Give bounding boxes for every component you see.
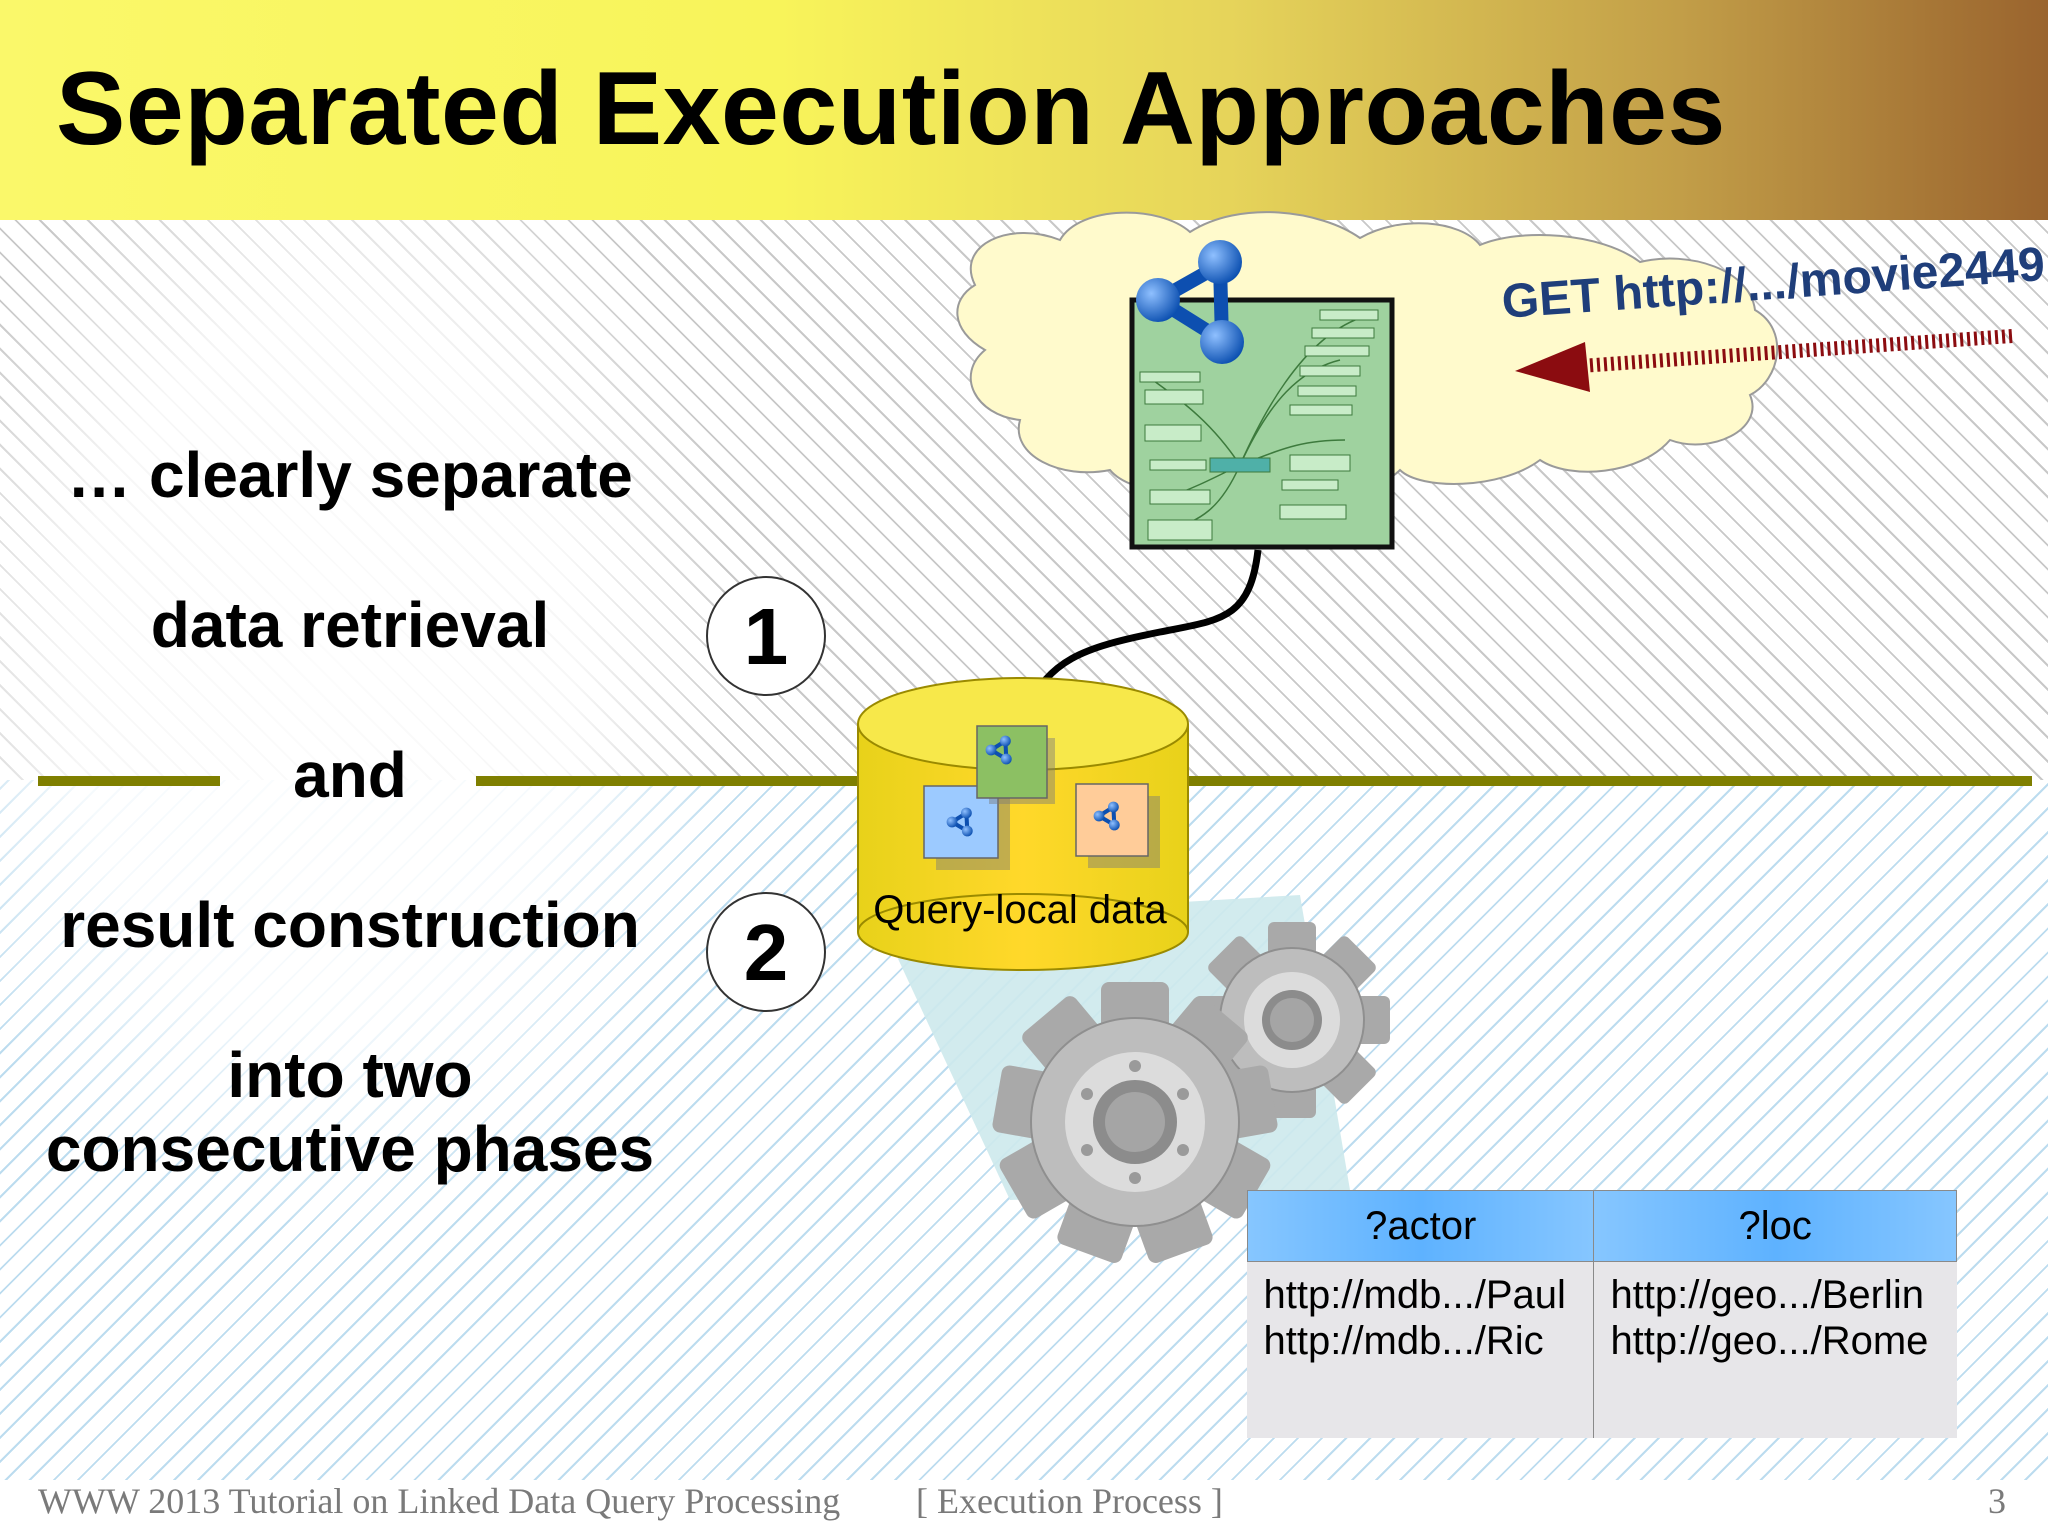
column-header-actor: ?actor <box>1246 1190 1595 1262</box>
table-cell-actors: http://mdb.../Paul http://mdb.../Ric <box>1247 1261 1595 1438</box>
table-cell: http://geo.../Rome <box>1610 1319 1929 1363</box>
table-cell: http://mdb.../Ric <box>1263 1319 1544 1363</box>
text-line-3: and <box>293 739 407 811</box>
table-cell-locs: http://geo.../Berlin http://geo.../Rome <box>1594 1262 1957 1439</box>
title-bar: Separated Execution Approaches <box>0 0 2048 220</box>
step-1-badge: 1 <box>706 576 826 696</box>
step-2-badge: 2 <box>706 892 826 1012</box>
slide-title: Separated Execution Approaches <box>56 51 1726 167</box>
table-row: http://mdb.../Paul http://mdb.../Ric htt… <box>1247 1261 1957 1439</box>
text-background-fade <box>0 220 720 1220</box>
database-label: Query-local data <box>873 888 1167 932</box>
footer-page-number: 3 <box>1988 1481 2006 1521</box>
data-tile-blue <box>923 785 1010 870</box>
phase-divider-right <box>476 776 2032 786</box>
request-arrow <box>1515 329 2013 392</box>
retrieval-arrow <box>1021 549 1262 714</box>
result-table: ?actor ?loc http://mdb.../Paul http://md… <box>1246 1190 1957 1439</box>
web-document-icon <box>1129 240 1395 550</box>
text-line-4: result construction <box>60 889 640 961</box>
text-line-1: … clearly separate <box>67 439 633 511</box>
rdf-graph-icon <box>1136 240 1244 364</box>
data-tile-orange <box>1075 783 1160 868</box>
data-tile-green <box>976 725 1055 804</box>
table-header-row: ?actor ?loc <box>1246 1190 1957 1262</box>
text-line-6: consecutive phases <box>45 1113 655 1185</box>
column-header-loc: ?loc <box>1593 1190 1957 1262</box>
footer-section: [ Execution Process ] <box>916 1481 1223 1521</box>
text-line-5: into two <box>227 1039 473 1111</box>
database-icon <box>857 677 1189 971</box>
gears-icon <box>992 922 1390 1263</box>
footer-course-title: WWW 2013 Tutorial on Linked Data Query P… <box>38 1481 841 1521</box>
table-cell: http://geo.../Berlin <box>1610 1273 1924 1317</box>
phase-divider-left <box>38 776 220 786</box>
text-line-2: data retrieval <box>150 589 550 661</box>
table-cell: http://mdb.../Paul <box>1263 1273 1566 1317</box>
